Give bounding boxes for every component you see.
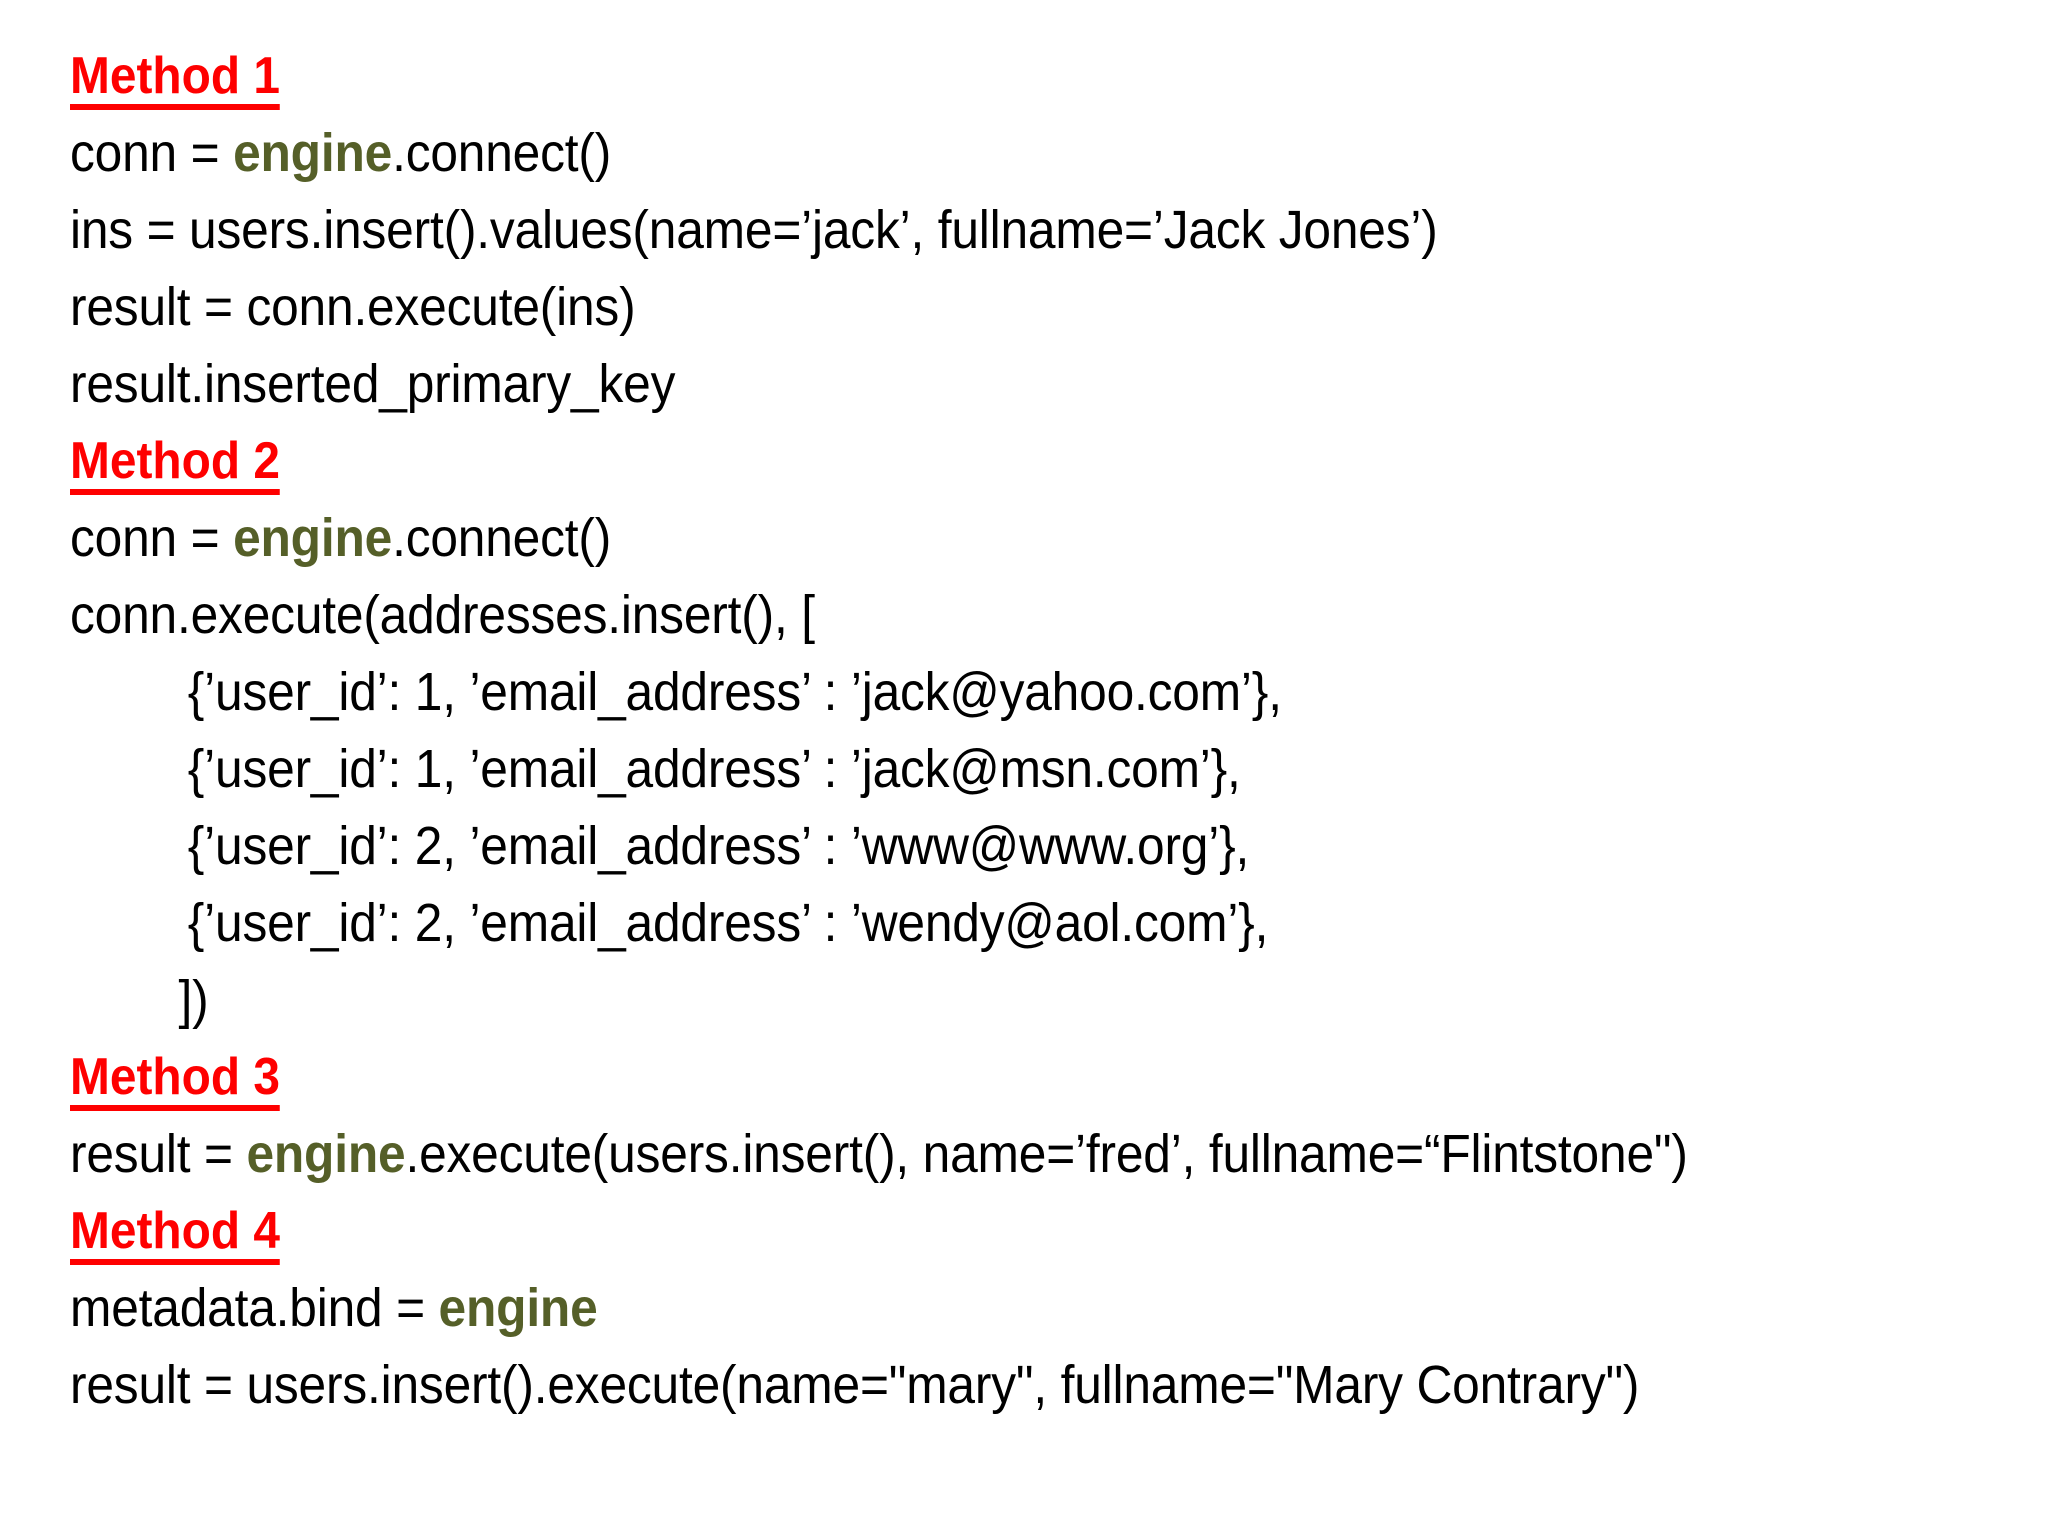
code-segment: metadata.bind = <box>70 1278 439 1338</box>
code-segment: result.inserted_primary_key <box>70 354 676 414</box>
code-line: conn = engine.connect() <box>70 500 1890 577</box>
code-segment: {’user_id’: 1, ’email_address’ : ’jack@y… <box>187 662 1282 722</box>
method-heading: Method 3 <box>70 1039 1890 1116</box>
code-line: ins = users.insert().values(name=’jack’,… <box>70 192 1890 269</box>
code-segment: .execute(users.insert(), name=’fred’, fu… <box>405 1124 1688 1184</box>
code-line: result = conn.execute(ins) <box>70 269 1890 346</box>
code-segment: result = users.insert().execute(name="ma… <box>70 1355 1640 1415</box>
method-heading-label: Method 2 <box>70 434 280 496</box>
code-line: result = users.insert().execute(name="ma… <box>70 1347 1890 1424</box>
code-segment: conn = <box>70 508 234 568</box>
code-line: {’user_id’: 2, ’email_address’ : ’wendy@… <box>70 885 1890 962</box>
code-segment: conn.execute(addresses.insert(), [ <box>70 585 815 645</box>
method-heading-label: Method 1 <box>70 49 280 111</box>
code-line: {’user_id’: 1, ’email_address’ : ’jack@m… <box>70 731 1890 808</box>
method-heading-label: Method 3 <box>70 1050 280 1112</box>
code-line: conn = engine.connect() <box>70 115 1890 192</box>
code-segment: .connect() <box>392 508 612 568</box>
engine-keyword: engine <box>246 1124 406 1184</box>
code-line: metadata.bind = engine <box>70 1270 1890 1347</box>
code-line: result.inserted_primary_key <box>70 346 1890 423</box>
code-segment: result = <box>70 1124 247 1184</box>
code-line: ]) <box>70 962 1890 1039</box>
code-line: {’user_id’: 2, ’email_address’ : ’www@ww… <box>70 808 1890 885</box>
engine-keyword: engine <box>233 123 393 183</box>
method-heading: Method 1 <box>70 38 1890 115</box>
code-line: {’user_id’: 1, ’email_address’ : ’jack@y… <box>70 654 1890 731</box>
code-segment: ]) <box>178 970 209 1030</box>
method-heading: Method 4 <box>70 1193 1890 1270</box>
engine-keyword: engine <box>233 508 393 568</box>
code-segment: .connect() <box>392 123 612 183</box>
code-segment: {’user_id’: 1, ’email_address’ : ’jack@m… <box>187 739 1241 799</box>
code-line: conn.execute(addresses.insert(), [ <box>70 577 1890 654</box>
code-segment: conn = <box>70 123 234 183</box>
code-segment: ins = users.insert().values(name=’jack’,… <box>70 200 1438 260</box>
code-segment: result = conn.execute(ins) <box>70 277 636 337</box>
code-segment: {’user_id’: 2, ’email_address’ : ’wendy@… <box>187 893 1269 953</box>
engine-keyword: engine <box>438 1278 598 1338</box>
code-line: result = engine.execute(users.insert(), … <box>70 1116 1890 1193</box>
method-heading-label: Method 4 <box>70 1204 280 1266</box>
code-segment: {’user_id’: 2, ’email_address’ : ’www@ww… <box>187 816 1250 876</box>
method-heading: Method 2 <box>70 423 1890 500</box>
